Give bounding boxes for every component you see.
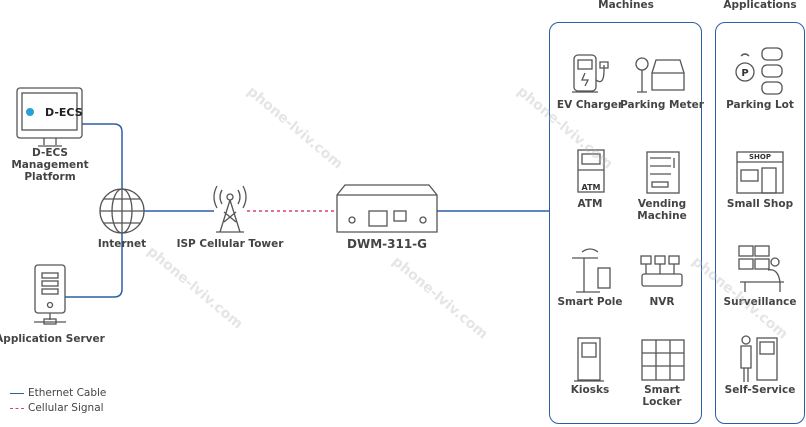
- nvr-icon: [640, 255, 683, 287]
- machine-label: Parking Meter: [620, 99, 704, 111]
- atm-icon-text: ATM: [582, 183, 601, 192]
- monitor-icon: [16, 87, 83, 147]
- smart-pole-icon: [572, 248, 611, 293]
- machine-label: Vending Machine: [637, 198, 687, 222]
- tower-label: ISP Cellular Tower: [176, 238, 284, 250]
- smart-locker-icon: [641, 339, 685, 381]
- ethernet-links: [65, 123, 549, 298]
- parking-meter-icon: [635, 57, 685, 93]
- parking-lot-icon: [735, 47, 783, 95]
- legend-cellular-label: Cellular Signal: [28, 402, 104, 414]
- cellular-swatch: [10, 407, 24, 409]
- machines-title: Machines: [598, 0, 654, 11]
- machines-panel: [549, 22, 702, 424]
- parking-icon-text: P: [741, 68, 748, 79]
- self-service-icon: [740, 335, 778, 382]
- server-label: Application Server: [0, 333, 105, 345]
- small-shop-icon: [736, 151, 784, 194]
- gateway-device-icon: [336, 184, 438, 233]
- legend-ethernet-label: Ethernet Cable: [28, 387, 107, 399]
- kiosk-icon: [574, 337, 604, 382]
- machine-label: EV Charger: [556, 99, 624, 111]
- machine-label: Smart Locker: [642, 384, 682, 408]
- globe-icon: [99, 188, 145, 234]
- platform-label: D-ECS Management Platform: [11, 147, 89, 183]
- application-label: Parking Lot: [726, 99, 794, 111]
- surveillance-icon: [738, 245, 784, 292]
- internet-label: Internet: [97, 238, 147, 250]
- decs-logo: D-ECS: [45, 106, 83, 119]
- application-label: Self-Service: [724, 384, 796, 396]
- vending-machine-icon: [646, 151, 680, 194]
- ev-charger-icon: [572, 54, 609, 93]
- applications-panel: [715, 22, 805, 424]
- machine-label: Smart Pole: [557, 296, 623, 308]
- machine-label: ATM: [577, 198, 603, 210]
- machine-label: Kiosks: [570, 384, 610, 396]
- legend-ethernet: Ethernet Cable: [10, 387, 106, 399]
- ethernet-swatch: [10, 392, 24, 394]
- applications-title: Applications: [723, 0, 797, 11]
- atm-icon: [577, 149, 605, 193]
- device-label: DWM-311-G: [347, 237, 427, 251]
- legend-cellular: Cellular Signal: [10, 402, 104, 414]
- application-label: Small Shop: [726, 198, 794, 210]
- server-icon: [34, 264, 66, 325]
- shop-icon-text: SHOP: [749, 153, 771, 161]
- machine-label: NVR: [649, 296, 675, 308]
- application-label: Surveillance: [723, 296, 797, 308]
- cell-tower-icon: [213, 185, 247, 233]
